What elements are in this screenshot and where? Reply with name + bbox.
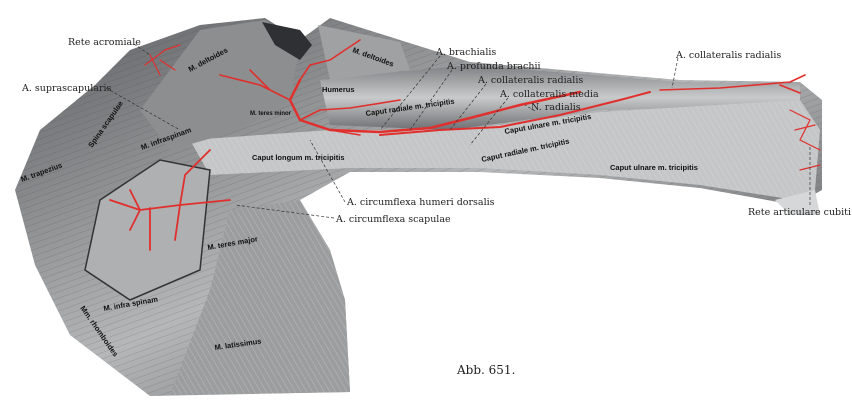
- label-a-collateralis-media: A. collateralis media: [499, 89, 599, 100]
- label-a-profunda-brachii: A. profunda brachii: [446, 61, 541, 72]
- deltoid: [140, 20, 300, 150]
- infraspinatus-window: [84, 159, 211, 301]
- label-a-circumflexa-humeri-dorsalis: A. circumflexa humeri dorsalis: [346, 197, 495, 208]
- muscle-caput-longum: Caput longum m. tricipitis: [252, 153, 345, 162]
- muscle-caput-ulnare-2: Caput ulnare m. tricipitis: [610, 163, 698, 172]
- muscle-humerus: Humerus: [322, 85, 355, 94]
- leader-lines: [105, 43, 811, 219]
- label-a-collateralis-radialis-distal: A. collateralis radialis: [675, 50, 781, 61]
- label-a-circumflexa-scapulae: A. circumflexa scapulae: [335, 214, 451, 225]
- muscle-teres-minor: M. teres minor: [250, 111, 292, 117]
- muscles: [15, 18, 822, 396]
- label-a-collateralis-radialis: A. collateralis radialis: [477, 75, 583, 86]
- figure-caption: Abb. 651.: [456, 363, 515, 377]
- label-rete-acromiale: Rete acromiale: [68, 37, 141, 48]
- label-a-brachialis: A. brachialis: [435, 47, 496, 58]
- label-a-suprascapularis: A. suprascapularis: [21, 83, 112, 94]
- label-rete-articulare-cubiti: Rete articulare cubiti: [748, 207, 851, 218]
- arteries: [109, 39, 821, 251]
- label-n-radialis: N. radialis: [531, 102, 581, 113]
